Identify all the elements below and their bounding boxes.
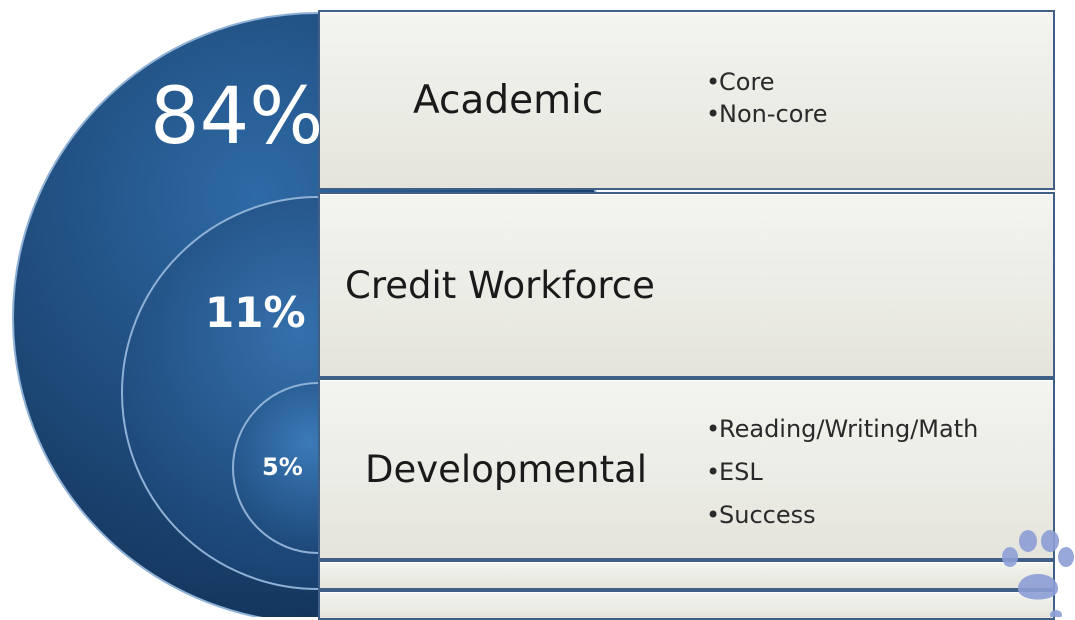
bullet-esl: ESL [706, 451, 978, 494]
percent-label-5: 5% [262, 453, 303, 481]
row-blank-2 [318, 590, 1055, 620]
bullet-core: Core [706, 66, 828, 98]
academic-bullets: Core Non-core [706, 66, 828, 130]
bullet-non-core: Non-core [706, 98, 828, 130]
bullet-success: Success [706, 494, 978, 537]
developmental-bullets: Reading/Writing/Math ESL Success [706, 408, 978, 537]
paw-print-icon [1002, 530, 1074, 617]
row-label-academic: Academic [413, 78, 604, 123]
bullet-reading-writing-math: Reading/Writing/Math [706, 408, 978, 451]
percent-label-11: 11% [205, 288, 306, 337]
row-label-developmental: Developmental [365, 448, 648, 491]
percent-label-84: 84% [150, 72, 324, 162]
row-academic: Academic Core Non-core [318, 10, 1055, 190]
row-label-credit-workforce: Credit Workforce [345, 264, 655, 307]
row-credit-workforce: Credit Workforce [318, 192, 1055, 378]
row-developmental: Developmental Reading/Writing/Math ESL S… [318, 378, 1055, 560]
row-blank-1 [318, 560, 1055, 590]
